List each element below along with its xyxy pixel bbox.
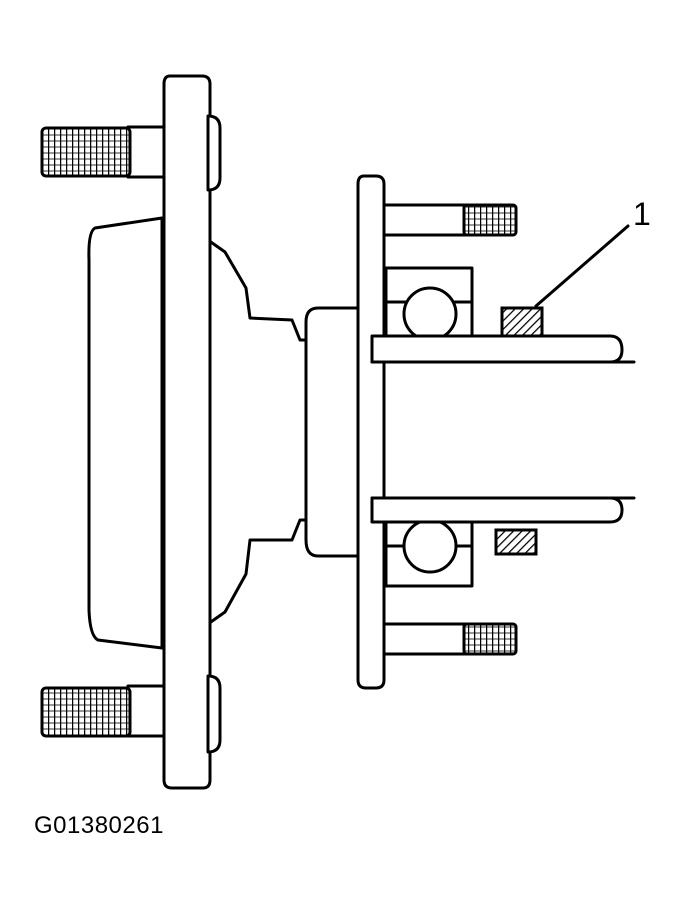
wheel-stud-upper <box>40 125 168 179</box>
wheel-stud-lower <box>40 684 168 738</box>
seal-upper <box>500 306 544 338</box>
bearing-upper <box>384 266 474 344</box>
mount-bolt-upper <box>382 203 518 237</box>
spindle <box>370 334 636 524</box>
figure-id: G01380261 <box>34 812 164 839</box>
hub-drum <box>87 216 164 650</box>
mount-bolt-lower <box>382 622 518 656</box>
hub-pilot <box>304 306 374 558</box>
bearing-mount-flange <box>356 174 386 690</box>
seal-lower <box>494 528 538 556</box>
callout-label: 1 <box>633 196 651 232</box>
hub-neck <box>206 238 314 626</box>
callout-leader-line <box>534 224 630 308</box>
hub-flange <box>162 74 222 790</box>
